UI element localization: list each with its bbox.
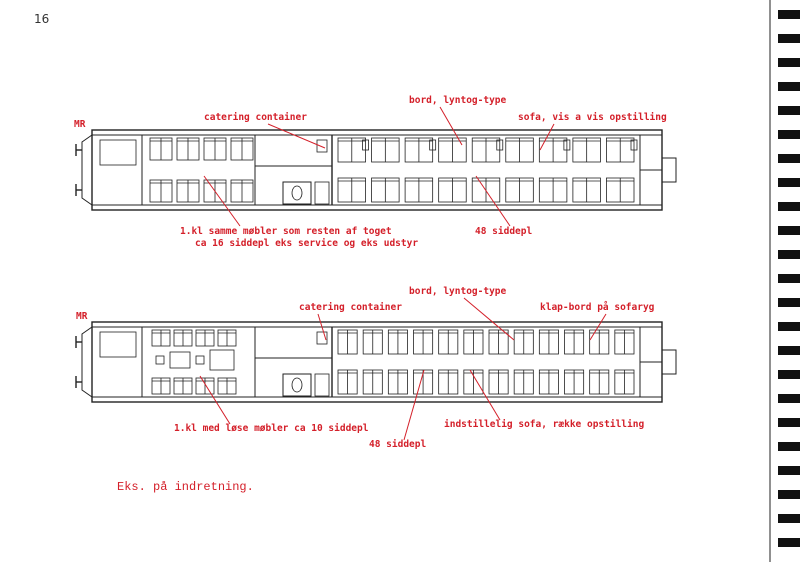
bottom-toilet-bowl (291, 377, 303, 393)
loose-table (169, 351, 191, 369)
binding-tab (778, 322, 800, 331)
top-catering-leader (267, 123, 326, 149)
bottom-first-class-leader (199, 375, 231, 425)
binding-tab (778, 130, 800, 139)
top-catering-label: catering container (204, 112, 307, 123)
bottom-seats-leader (403, 369, 425, 441)
table (362, 139, 369, 151)
top-bord-label: bord, lyntog-type (409, 95, 507, 106)
bottom-bord-label: bord, lyntog-type (409, 286, 507, 297)
bottom-catering-leader (317, 313, 327, 341)
bottom-bord-leader (463, 297, 515, 341)
binding-tab (778, 226, 800, 235)
binding-tab (778, 418, 800, 427)
page-number: 16 (34, 12, 50, 26)
top-catering-container (316, 139, 328, 153)
bottom-car-end-label: MR (76, 311, 88, 322)
top-toilet-bowl (291, 185, 303, 201)
binding-tab (778, 514, 800, 523)
top-first-class-leader (203, 175, 241, 227)
bottom-cab-desk (99, 331, 137, 358)
top-cab-desk (99, 139, 137, 166)
bottom-first-class-label: 1.kl med løse møbler ca 10 siddepl (174, 423, 369, 434)
binding-tab (778, 10, 800, 19)
top-sofa-label: sofa, vis a vis opstilling (518, 112, 667, 123)
bottom-klap-leader (589, 313, 607, 341)
top-seats-label: 48 siddepl (475, 226, 533, 237)
binding-tab (778, 34, 800, 43)
top-first-class-label-2: ca 16 siddepl eks service og eks udstyr (195, 238, 419, 249)
bottom-catering-container (316, 331, 328, 345)
binding-tab (778, 466, 800, 475)
binding-tab (778, 202, 800, 211)
binding-tab (778, 298, 800, 307)
table (496, 139, 504, 151)
table (429, 139, 437, 151)
bottom-indstillelig-leader (469, 369, 501, 421)
binding-tab (778, 346, 800, 355)
bottom-seats-label: 48 siddepl (369, 439, 427, 450)
bottom-toilet (282, 373, 312, 397)
bottom-catering-label: catering container (299, 302, 402, 313)
top-car-end-label: MR (74, 119, 86, 130)
top-cab-nose (81, 134, 93, 206)
top-toilet (282, 181, 312, 205)
top-bord-leader (439, 106, 463, 146)
binding-tab (778, 538, 800, 547)
binding-tab (778, 442, 800, 451)
binding-tab (778, 106, 800, 115)
top-first-class-label-1: 1.kl samme møbler som resten af toget (180, 226, 392, 237)
loose-chair (195, 355, 205, 365)
top-sofa-leader (539, 123, 555, 151)
binding-tab (778, 370, 800, 379)
loose-table (209, 349, 235, 371)
binding-tab (778, 394, 800, 403)
binding-tab (778, 58, 800, 67)
top-car-body (91, 129, 663, 211)
binding-tab (778, 274, 800, 283)
binding-tab (778, 250, 800, 259)
binding-tab (778, 178, 800, 187)
binding-tab (778, 490, 800, 499)
bottom-cab-nose (81, 326, 93, 398)
top-seats-leader (475, 175, 511, 227)
top-washbasin (314, 181, 330, 205)
binding-tab (778, 154, 800, 163)
bottom-washbasin (314, 373, 330, 397)
binding-tab (778, 82, 800, 91)
bottom-gangway (661, 349, 677, 375)
table (630, 139, 638, 151)
bottom-klap-label: klap-bord på sofaryg (540, 302, 655, 313)
bottom-car-body (91, 321, 663, 403)
loose-chair (155, 355, 165, 365)
caption: Eks. på indretning. (117, 480, 254, 494)
table (563, 139, 571, 151)
top-gangway (661, 157, 677, 183)
bottom-indstillelig-label: indstillelig sofa, række opstilling (444, 419, 645, 430)
